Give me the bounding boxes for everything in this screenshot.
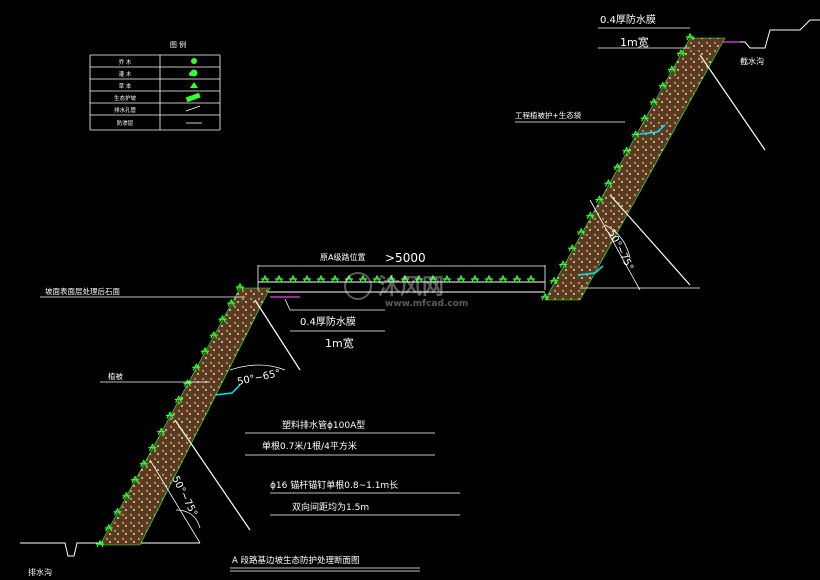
anchor-spec-label: ϕ16 锚杆锚钉单根0.8~1.1m长 xyxy=(270,479,398,491)
lower-top-note: 坡面表面层处理后石面 xyxy=(45,286,120,296)
vegetation xyxy=(96,32,694,548)
legend-row-label: 灌 木 xyxy=(119,70,132,78)
plant-icon xyxy=(658,81,667,90)
plant-icon xyxy=(209,330,218,339)
dimension-lines xyxy=(40,27,700,572)
plant-icon xyxy=(131,475,139,484)
plant-icon xyxy=(104,523,113,532)
watermark: 沐风网 www.mfcad.com xyxy=(344,272,468,309)
plant-icon xyxy=(667,65,676,73)
plant-icon xyxy=(499,274,507,283)
plant-icon xyxy=(457,274,465,283)
legend-row-label: 草 本 xyxy=(119,82,132,90)
plant-icon xyxy=(568,243,577,252)
bottom-ditch-label: 排水沟 xyxy=(28,567,52,577)
plant-icon xyxy=(401,274,409,283)
plant-icon xyxy=(192,362,201,371)
plant-icon xyxy=(303,274,311,283)
plant-icon xyxy=(166,411,174,419)
eco-protection-label: 工程植被护+生态袋 xyxy=(515,110,582,120)
legend-title: 图 例 xyxy=(170,40,186,49)
plant-icon xyxy=(649,97,658,106)
legend: 图 例 乔 木 灌 木 草 本 生态护坡 排水孔管 防渗层 xyxy=(89,40,221,131)
plant-icon xyxy=(550,276,559,285)
plant-icon xyxy=(443,274,451,283)
plant-icon xyxy=(359,274,367,283)
plant-icon xyxy=(622,146,631,155)
plant-icon xyxy=(559,260,568,268)
plant-icon xyxy=(527,274,535,283)
plant-icon xyxy=(595,195,604,203)
plant-icon xyxy=(331,274,339,283)
plant-icon xyxy=(236,282,244,291)
drain-spec-label: 塑料排水管ϕ100A型 xyxy=(282,419,365,431)
watermark-en: www.mfcad.com xyxy=(385,299,468,309)
shrub-icon xyxy=(189,69,198,77)
plant-icon xyxy=(373,274,381,283)
top-width-label: 1m宽 xyxy=(620,35,649,49)
plant-icon xyxy=(613,162,622,171)
anchor-spacing-label: 双向间距均为1.5m xyxy=(292,501,369,513)
tree-icon xyxy=(191,58,197,64)
plant-icon xyxy=(148,443,157,451)
plant-icon xyxy=(604,178,613,187)
plant-icon xyxy=(317,274,325,283)
plant-icon xyxy=(676,48,685,57)
eco-block-icon xyxy=(185,92,201,103)
plant-icon xyxy=(261,274,269,283)
legend-row-label: 乔 木 xyxy=(119,58,132,66)
plant-icon xyxy=(201,346,209,355)
plant-icon xyxy=(139,459,148,467)
lower-angle-label: 50°~75° xyxy=(169,474,199,518)
plant-icon xyxy=(429,274,437,283)
mid-width-label: 1m宽 xyxy=(325,336,354,350)
herb-icon xyxy=(190,82,198,88)
plant-icon xyxy=(218,314,227,323)
plant-icon xyxy=(227,298,236,307)
plant-icon xyxy=(113,507,122,516)
legend-row-label: 生态护坡 xyxy=(114,94,137,102)
plant-icon xyxy=(387,274,395,283)
plant-icon xyxy=(415,274,423,283)
plant-icon xyxy=(275,274,283,283)
plant-icon xyxy=(96,539,104,548)
drawing-title: A 段路基边坡生态防护处理断面图 xyxy=(232,555,360,566)
planting-label: 植被 xyxy=(108,371,123,381)
top-ditch-label: 截水沟 xyxy=(740,56,764,66)
plant-icon xyxy=(485,274,493,283)
platform-label: 原A级路位置 xyxy=(320,252,365,262)
drain-pipes xyxy=(214,124,666,396)
plant-icon xyxy=(631,130,640,138)
anchor-lines xyxy=(174,54,766,531)
impermeable-lines xyxy=(270,41,740,298)
legend-row-label: 防渗层 xyxy=(117,119,134,127)
watermark-cn: 沐风网 xyxy=(378,275,444,300)
plant-icon xyxy=(289,274,297,283)
plant-icon xyxy=(577,227,586,236)
plant-icon xyxy=(183,379,192,387)
plant-icon xyxy=(686,32,694,41)
lower-slope-blocks xyxy=(99,287,271,546)
upper-slope-blocks xyxy=(544,37,726,301)
top-membrane-label: 0.4厚防水膜 xyxy=(600,13,656,26)
plant-icon xyxy=(174,395,183,403)
plant-icon xyxy=(471,274,479,283)
drain-pipe-icon xyxy=(185,105,201,112)
plant-icon xyxy=(586,211,595,220)
upper-angle-label: 50°~75° xyxy=(605,228,635,272)
plant-icon xyxy=(157,427,166,435)
plant-icon xyxy=(122,491,131,500)
plant-icon xyxy=(345,274,353,283)
drain-density-label: 单根0.7米/1根/4平方米 xyxy=(262,440,357,452)
mid-membrane-label: 0.4厚防水膜 xyxy=(300,315,356,328)
mid-angle-label: 50°~65° xyxy=(236,368,281,388)
plant-icon xyxy=(640,113,649,122)
plant-icon xyxy=(541,292,549,301)
plant-icon xyxy=(513,274,521,283)
platform-width-label: >5000 xyxy=(385,251,426,265)
legend-row-label: 排水孔管 xyxy=(114,106,137,114)
